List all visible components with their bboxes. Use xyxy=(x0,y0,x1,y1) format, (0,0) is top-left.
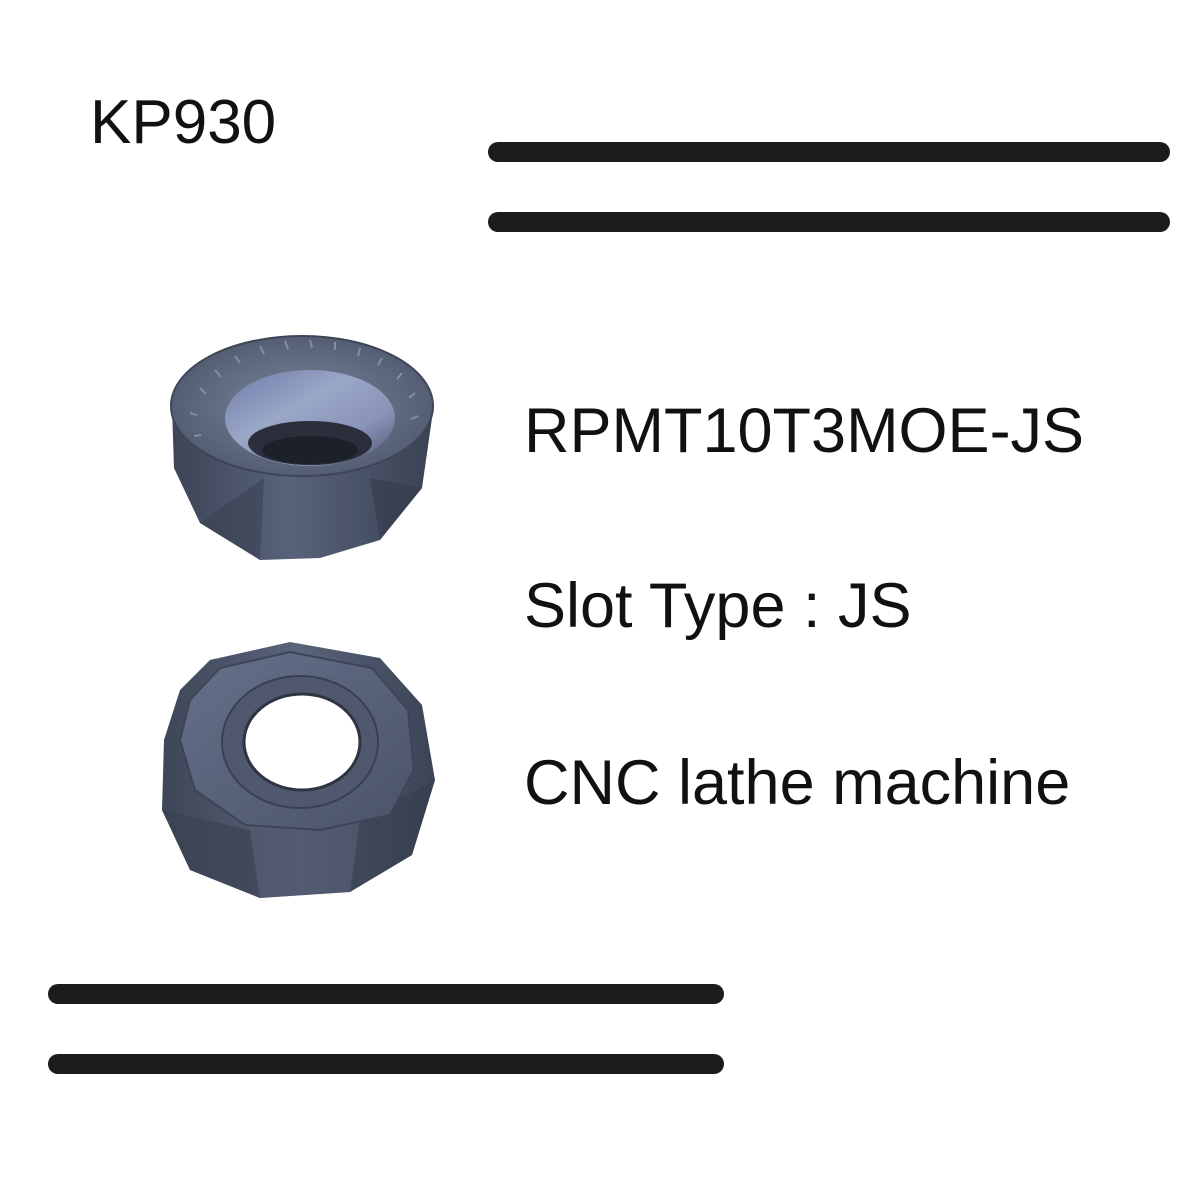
divider-bar-top-1 xyxy=(488,142,1170,162)
usage-description: CNC lathe machine xyxy=(524,748,1071,818)
slot-type: Slot Type : JS xyxy=(524,571,912,641)
model-number: RPMT10T3MOE-JS xyxy=(524,396,1085,466)
divider-bar-bottom-2 xyxy=(48,1054,724,1074)
grade-label: KP930 xyxy=(90,88,277,157)
divider-bar-top-2 xyxy=(488,212,1170,232)
divider-bar-bottom-1 xyxy=(48,984,724,1004)
carbide-insert-bottom-image xyxy=(162,642,435,898)
carbide-insert-top-image xyxy=(170,335,434,560)
